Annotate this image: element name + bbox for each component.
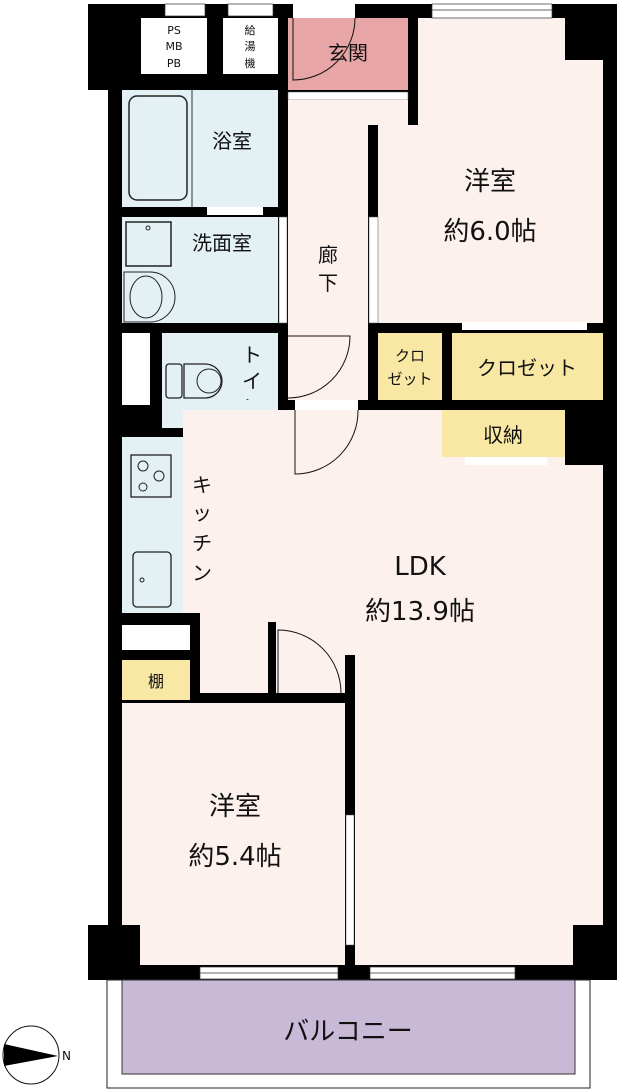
ldk-door-opening (295, 400, 358, 410)
storage-doors (465, 457, 547, 465)
closet-small (378, 333, 442, 400)
wall-storage-right (565, 405, 603, 465)
toilet-seat (196, 368, 222, 394)
white-box (122, 625, 190, 650)
bedroom1 (418, 18, 603, 323)
bedroom2-name: 洋室 (209, 792, 261, 822)
shelf-label: 棚 (148, 672, 164, 691)
bath-door (207, 207, 263, 215)
toilet-label-1: ト (242, 343, 262, 367)
burner-1 (137, 460, 149, 472)
wall-bedroom2-top (190, 693, 355, 703)
storage-label: 収納 (483, 423, 523, 447)
kitchen-counter (122, 437, 183, 613)
bathtub (128, 95, 188, 201)
kitchen-label-2: ッ (192, 501, 212, 525)
toilet-label-2: イ (242, 369, 262, 393)
toilet-door-swing (287, 335, 351, 399)
ps-label-1: PS (167, 24, 181, 37)
washroom-label: 洗面室 (192, 231, 252, 255)
entrance-step (287, 91, 409, 101)
closet-label: クロゼット (477, 356, 577, 380)
toilet-bowl (183, 363, 223, 399)
closet (452, 333, 603, 400)
storage (442, 410, 565, 457)
bedroom2 (122, 703, 345, 965)
kitchen-label-4: ン (192, 561, 212, 585)
burner-2 (153, 470, 165, 482)
top-vent-2 (227, 3, 274, 17)
closet-doors (462, 322, 587, 330)
entrance-door-swing (292, 17, 356, 81)
kitchen-label-3: チ (192, 531, 212, 555)
wall-block-top-left (88, 4, 108, 90)
stove (130, 454, 172, 498)
balcony (121, 979, 576, 1075)
entrance-door-opening (293, 4, 355, 18)
ldk-door-swing (294, 409, 359, 475)
burner-3 (138, 482, 148, 492)
ps-label-2: MB (165, 40, 182, 53)
balcony-label: バルコニー (283, 1017, 412, 1047)
sink-drain (139, 577, 145, 583)
water-heater-label-1: 給 (245, 23, 256, 37)
ps-label-3: PB (167, 57, 181, 70)
water-heater-label-3: 機 (245, 56, 256, 70)
wall-bedroom2-right (345, 655, 355, 965)
hallway-label-1: 廊 (318, 243, 338, 267)
compass-needle (4, 1044, 58, 1066)
corner-pillar (565, 18, 603, 60)
hallway-upper (288, 100, 408, 125)
washing-machine-pan (125, 221, 172, 267)
partition (268, 622, 276, 697)
bath-label: 浴室 (212, 129, 252, 153)
toilet-tank (165, 363, 183, 399)
bedroom1-size: 約6.0帖 (443, 217, 536, 247)
sink (132, 551, 172, 608)
bedroom1-lower (378, 125, 418, 323)
closet-small-label-2: ゼット (387, 370, 432, 388)
wash-basin (123, 271, 176, 323)
bathroom (122, 90, 278, 207)
water-heater-box (223, 18, 278, 74)
ldk-size: 約13.9帖 (365, 597, 475, 627)
bedroom2-size: 約5.4帖 (188, 842, 281, 872)
kitchen-label-1: キ (192, 473, 212, 497)
bedroom1-window (431, 3, 553, 19)
bedroom2-sliding-door (345, 814, 355, 946)
basin-bowl (129, 275, 163, 319)
hallway-label-2: 下 (318, 271, 338, 295)
entrance-label: 玄関 (328, 41, 368, 65)
ldk-name: LDK (394, 552, 447, 582)
bedroom1-sliding-door (368, 216, 379, 324)
washroom-sliding-door (278, 216, 288, 324)
wall-block-bottom-left (88, 925, 108, 980)
pillar-bottom-right (573, 925, 617, 980)
toilet-side-box (122, 333, 150, 405)
hallway (288, 100, 368, 400)
bedroom1-name: 洋室 (464, 167, 516, 197)
closet-small-label-1: クロ (395, 347, 425, 365)
top-vent-1 (164, 3, 206, 17)
compass-north-label: N (62, 1049, 71, 1063)
pillar-bottom-left (108, 925, 140, 980)
water-heater-label-2: 湯 (245, 40, 256, 53)
shelf (122, 660, 190, 700)
ps-box (141, 18, 207, 74)
washroom (122, 217, 278, 323)
bedroom2-door-swing (277, 629, 342, 694)
drain-icon (145, 225, 151, 231)
